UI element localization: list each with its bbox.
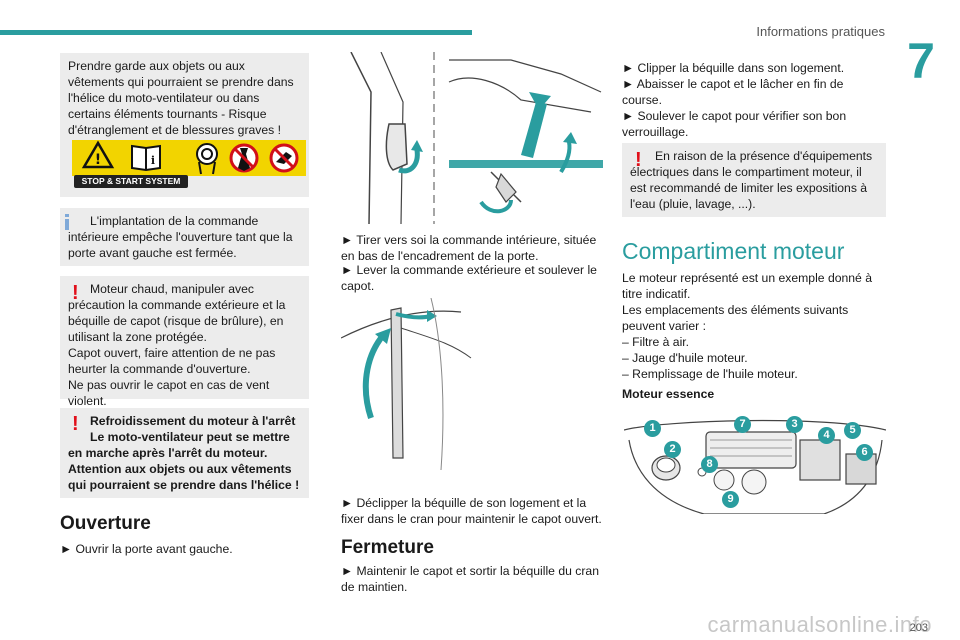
svg-text:!: ! [95,152,101,168]
watermark: carmanualsonline.info [707,612,932,637]
petrol-engine-illustration [624,419,886,514]
fan-warning-text: Prendre garde aux objets ou aux vêtement… [68,59,294,137]
electrical-warning-text: En raison de la présence d'équipements é… [630,149,873,211]
engine-callout-1: 1 [644,420,661,437]
step-lift-exterior-control: ► Lever la commande extérieure et soulev… [341,263,597,293]
step-unclip-prop-rod: ► Déclipper la béquille de son logement … [341,496,602,526]
warning-triangle-icon [81,140,115,169]
cooling-body: Le moto-ventilateur peut se mettre en ma… [68,430,300,492]
fermeture-step-1: ► Maintenir le capot et sortir la béquil… [341,564,599,594]
header-section-title: Informations pratiques [756,24,885,39]
engine-item-1: – Filtre à air. [622,335,690,349]
hood-prop-rod-illustration [341,298,472,470]
chapter-number: 7 [907,33,935,89]
engine-item-3: – Remplissage de l'huile moteur. [622,367,798,381]
stop-start-badge: STOP & START SYSTEM [74,175,188,188]
engine-compartment-heading: Compartiment moteur [622,238,845,264]
engine-callout-3: 3 [786,416,803,433]
engine-callout-4: 4 [818,427,835,444]
engine-callout-9: 9 [722,491,739,508]
ouverture-heading: Ouverture [60,513,151,534]
step-clip-prop-rod: ► Clipper la béquille dans son logement. [622,61,845,75]
no-tie-icon [229,143,259,173]
hot-engine-text-3: Ne pas ouvrir le capot en cas de vent vi… [68,378,270,408]
fermeture-heading: Fermeture [341,537,434,558]
fan-warning-pictograms: ! i [72,140,306,176]
ouverture-step-1: ► Ouvrir la porte avant gauche. [60,542,233,556]
warning-box-cooling: Refroidissement du moteur à l'arrêt Le m… [60,408,309,498]
page-number: 203 [909,622,928,634]
step-lower-hood: ► Abaisser le capot et le lâcher en fin … [622,77,844,107]
header-accent-bar [0,30,472,35]
warning-box-hot-engine: Moteur chaud, manipuler avec précaution … [60,276,309,408]
engine-callout-5: 5 [844,422,861,439]
engine-callout-6: 6 [856,444,873,461]
warning-exclamation-icon: ! [635,149,642,171]
hot-engine-text-2: Capot ouvert, faire attention de ne pas … [68,346,276,376]
warning-exclamation-icon: ! [72,413,79,435]
svg-text:i: i [151,154,155,167]
info-box-door: L'implantation de la commande intérieure… [60,208,309,266]
info-icon [65,214,69,230]
hood-release-illustration [350,52,603,224]
hot-engine-text-1: Moteur chaud, manipuler avec précaution … [68,282,286,344]
engine-item-2: – Jauge d'huile moteur. [622,351,748,365]
engine-callout-8: 8 [701,456,718,473]
engine-type-label: Moteur essence [622,387,715,401]
fan-belt-icon [196,143,218,175]
engine-callout-2: 2 [664,441,681,458]
manual-book-icon: i [131,144,161,172]
door-info-text: L'implantation de la commande intérieure… [68,214,293,260]
no-hand-icon [269,143,299,173]
engine-intro-2: Les emplacements des éléments suivants p… [622,303,849,333]
step-check-lock: ► Soulever le capot pour vérifier son bo… [622,109,847,139]
step-pull-interior-control: ► Tirer vers soi la commande intérieure,… [341,233,597,263]
warning-box-electrical: En raison de la présence d'équipements é… [622,143,886,217]
engine-intro-1: Le moteur représenté est un exemple donn… [622,271,873,301]
cooling-title: Refroidissement du moteur à l'arrêt [90,414,296,428]
engine-callout-7: 7 [734,416,751,433]
warning-exclamation-icon: ! [72,282,79,304]
